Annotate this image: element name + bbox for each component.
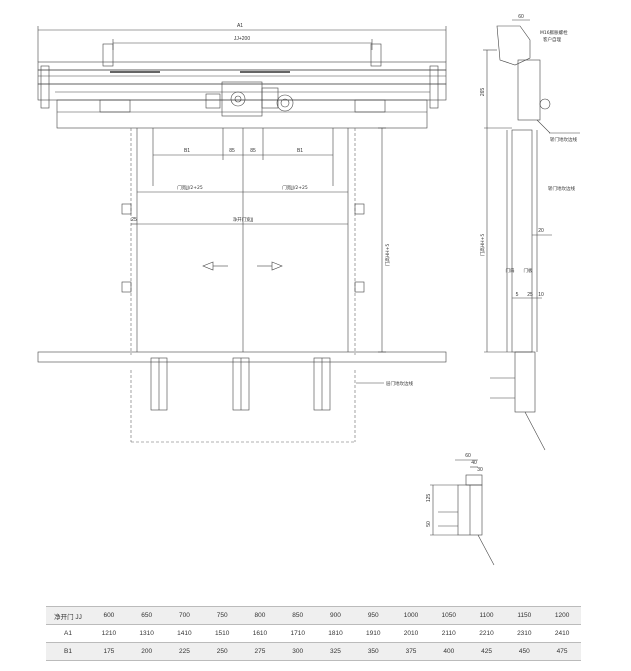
table-cell: 475	[543, 642, 581, 661]
side-dim-60: 60	[518, 14, 524, 20]
side-dim-25: 25	[527, 292, 533, 298]
side-dim-10: 10	[538, 292, 544, 298]
table-cell: 1510	[203, 624, 242, 643]
table-cell: 800	[241, 606, 279, 625]
door-operator-drawing: A1 JJ+200 B1 85 85 B1 门宽JJ/2+25 门宽JJ/2+2…	[37, 14, 580, 566]
table-cell: 2010	[392, 624, 430, 643]
label-m16: M16膨胀螺栓	[540, 29, 568, 36]
table-cell: 1810	[316, 624, 355, 643]
detail-dim-40: 40	[471, 460, 477, 466]
detail-dim-60: 60	[465, 453, 471, 459]
table-cell: 850	[278, 606, 317, 625]
table-cell: 375	[392, 642, 430, 661]
dim-85-left: 85	[229, 148, 235, 154]
table-cell: 2310	[505, 624, 544, 643]
detail-dim-125: 125	[426, 494, 432, 503]
table-cell: 1710	[278, 624, 317, 643]
dim-25: 25	[131, 217, 137, 223]
label-door-panel: 门板	[524, 267, 533, 274]
label-landing-sill-line: 层门地坎边线	[386, 380, 413, 387]
side-dim-20: 20	[538, 228, 544, 234]
table-cell: 2410	[543, 624, 581, 643]
row-header: A1	[46, 624, 90, 643]
table-cell: 275	[241, 642, 279, 661]
dim-b1-left: B1	[184, 148, 190, 154]
table-cell: 1050	[429, 606, 468, 625]
table-cell: 325	[316, 642, 355, 661]
label-door-leaf: 门扇	[506, 267, 515, 274]
dim-door-half-right: 门宽JJ/2+25	[282, 184, 308, 191]
table-cell: 1910	[354, 624, 393, 643]
label-sill-line: 轿门地坎边线	[548, 185, 575, 192]
table-cell: 175	[90, 642, 128, 661]
dim-height: 门高HH+5	[384, 244, 391, 267]
table-cell: 1210	[90, 624, 128, 643]
table-cell: 450	[505, 642, 544, 661]
table-cell: 600	[90, 606, 128, 625]
dim-door-half-left: 门宽JJ/2+25	[177, 184, 203, 191]
table-cell: 2110	[429, 624, 468, 643]
table-cell: 1610	[241, 624, 279, 643]
dim-clear-width: 净开门宽JJ	[233, 216, 254, 223]
row-header: 净开门 JJ	[46, 606, 90, 625]
table-cell: 950	[354, 606, 393, 625]
table-cell: 750	[203, 606, 242, 625]
side-dim-height: 门高HH+5	[479, 234, 486, 257]
detail-dim-50: 50	[426, 521, 432, 527]
table-cell: 350	[354, 642, 393, 661]
table-cell: 200	[127, 642, 166, 661]
table-cell: 1000	[392, 606, 430, 625]
table-cell: 225	[165, 642, 204, 661]
dim-a1: A1	[237, 23, 243, 29]
side-dim-5: 5	[516, 292, 519, 298]
table-cell: 650	[127, 606, 166, 625]
dim-85-right: 85	[250, 148, 256, 154]
table-cell: 1310	[127, 624, 166, 643]
table-cell: 1100	[467, 606, 506, 625]
table-cell: 1200	[543, 606, 581, 625]
label-car-sill: 轿门地坎边线	[550, 136, 577, 143]
table-cell: 1150	[505, 606, 544, 625]
side-dim-265: 265	[480, 88, 486, 97]
dim-jj200: JJ+200	[234, 36, 250, 42]
table-cell: 700	[165, 606, 204, 625]
table-cell: 400	[429, 642, 468, 661]
table-cell: 425	[467, 642, 506, 661]
table-cell: 250	[203, 642, 242, 661]
table-cell: 1410	[165, 624, 204, 643]
label-m16-sub: 客户自理	[543, 36, 561, 43]
table-cell: 900	[316, 606, 355, 625]
table-cell: 2210	[467, 624, 506, 643]
dim-b1-right: B1	[297, 148, 303, 154]
detail-dim-30: 30	[477, 467, 483, 473]
row-header: B1	[46, 642, 90, 661]
table-cell: 300	[278, 642, 317, 661]
